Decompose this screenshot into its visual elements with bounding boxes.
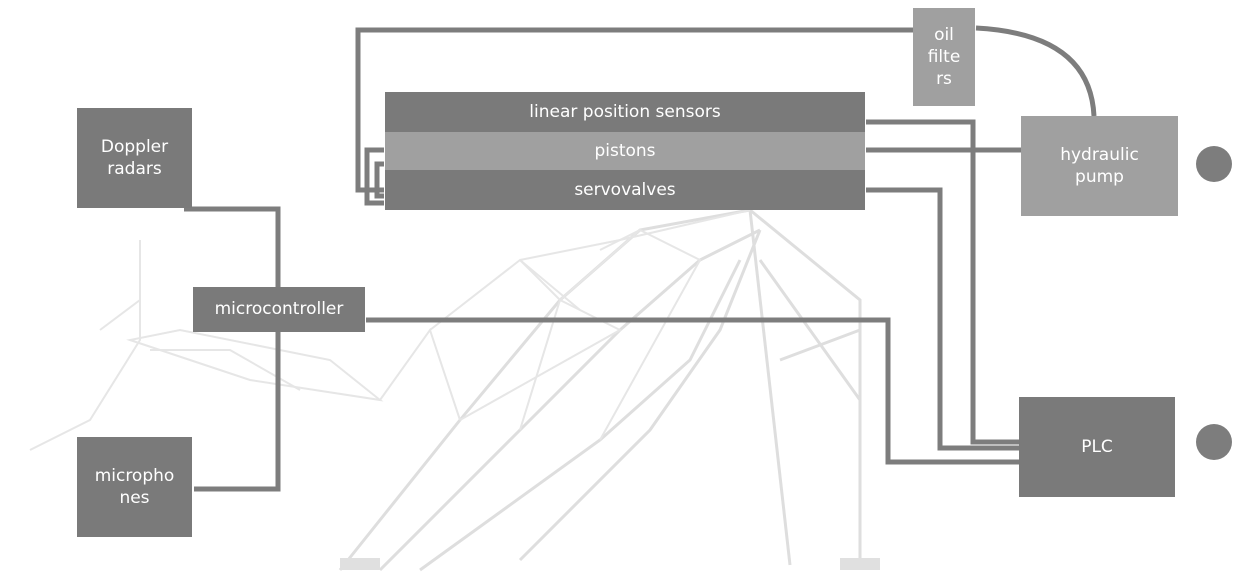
doppler-radars-node: Doppler radars [77, 108, 192, 208]
link-servovalves-return [374, 161, 384, 199]
microphones-node: micropho nes [77, 437, 192, 537]
plc-node: PLC [1019, 397, 1175, 497]
linear-position-sensors-label: linear position sensors [529, 101, 721, 122]
oil-filters-label: oil filte rs [927, 24, 961, 90]
link-microphones-microcontroller [194, 332, 281, 492]
link-servovalves-plc [866, 187, 1020, 451]
servovalves-node: servovalves [385, 170, 865, 210]
hydraulic-pump-label: hydraulic pump [1060, 144, 1139, 187]
link-filters-loop [355, 27, 914, 193]
pump-indicator-dot [1196, 146, 1232, 182]
microcontroller-label: microcontroller [214, 299, 344, 320]
link-microcontroller-plc [366, 317, 1020, 465]
hydraulic-pump-node: hydraulic pump [1021, 116, 1178, 216]
microphones-label: micropho nes [94, 465, 175, 508]
pistons-node: pistons [385, 132, 865, 170]
plc-label: PLC [1081, 436, 1113, 457]
oil-filters-node: oil filte rs [913, 8, 975, 106]
link-filters-pump [975, 25, 1097, 117]
linear-position-sensors-node: linear position sensors [385, 92, 865, 132]
doppler-radars-label: Doppler radars [100, 136, 169, 179]
link-pistons-return [364, 147, 384, 206]
pistons-label: pistons [594, 140, 656, 161]
microcontroller-node: microcontroller [193, 287, 365, 332]
link-sensors-plc [866, 119, 1020, 445]
servovalves-label: servovalves [574, 179, 676, 200]
plc-indicator-dot [1196, 424, 1232, 460]
robot-leg-structure [29, 208, 880, 572]
link-doppler-microcontroller [184, 206, 281, 287]
